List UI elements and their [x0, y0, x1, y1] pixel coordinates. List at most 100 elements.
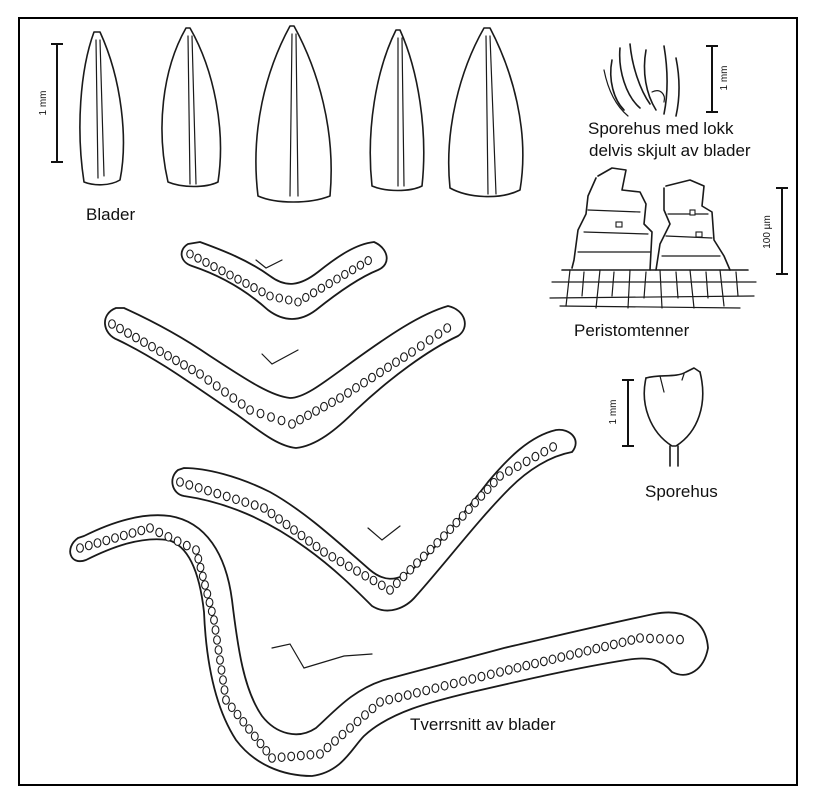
leaf-cell [235, 275, 241, 283]
leaf-cell [377, 368, 384, 377]
leaf-cell [329, 398, 336, 407]
leaf-cell [444, 324, 451, 333]
leaf-cell [205, 486, 212, 495]
leaf-cell [303, 293, 309, 301]
leaf-cell [313, 542, 320, 551]
leaf-cell [219, 267, 225, 275]
leaf-cell [677, 635, 684, 644]
peristome-scale-bar: 100 µm [762, 188, 788, 274]
leaf-2 [162, 28, 220, 187]
leaf-cell [251, 732, 258, 741]
leaf-cell [181, 361, 188, 370]
leaf-cell [223, 696, 230, 705]
leaf-cell [318, 284, 324, 292]
leaf-cell [466, 505, 473, 514]
leaf-cell [567, 651, 574, 660]
leaf-cell [240, 718, 247, 727]
leaf-cell [459, 512, 466, 521]
leaf-cell [420, 552, 427, 561]
leaf-cell [523, 457, 530, 466]
peristome-teeth-drawing [550, 168, 756, 308]
leaf-cell [212, 626, 219, 635]
leaf-cell [409, 348, 416, 357]
leaf-cell [165, 533, 172, 542]
leaf-cell [490, 478, 497, 487]
leaf-cell [400, 572, 407, 581]
capsule-lid-caption-line2: delvis skjult av blader [589, 140, 751, 162]
leaf-cell [195, 555, 202, 564]
leaf-cell [246, 725, 253, 734]
leaf-cell [321, 402, 328, 411]
leaf-cell [414, 559, 421, 568]
capsule-scale-label: 1 mm [608, 400, 619, 425]
capsule-scale-bar: 1 mm [608, 380, 634, 446]
leaf-cell [387, 586, 394, 595]
leaf-cell [267, 292, 273, 300]
leaf-cell [584, 647, 591, 656]
leaf-cell [259, 288, 265, 296]
leaf-cell [173, 356, 180, 365]
leaf-cell [305, 411, 312, 420]
leaf-cell [434, 539, 441, 548]
leaf-cell [286, 296, 292, 304]
leaf-cell [156, 528, 163, 537]
leaf-cell [197, 370, 204, 379]
leaf-cell [85, 541, 92, 550]
leaf-cell [94, 539, 101, 548]
leaf-cell [404, 691, 411, 700]
leaf-cell [117, 324, 124, 333]
leaf-cell [174, 537, 181, 546]
leaf-cell [369, 373, 376, 382]
leaf-cell [214, 636, 221, 645]
leaf-cell [637, 634, 644, 643]
leaf-cell [326, 280, 332, 288]
leaf-cell [186, 481, 193, 490]
leaf-cell [337, 557, 344, 566]
leaf-cell [141, 338, 148, 347]
leaf-cell [423, 686, 430, 695]
leaf-cell [195, 484, 202, 493]
leaf-cell [307, 751, 314, 760]
leaf-cell [221, 686, 228, 695]
leaf-cell [257, 409, 264, 418]
leaf-cell [602, 642, 609, 651]
leaf-cell [278, 753, 285, 762]
leaf-4 [370, 30, 423, 191]
leaf-cell [213, 382, 220, 391]
leaf-cell [401, 353, 408, 362]
capsule-drawing [644, 368, 702, 466]
cross-section-1 [182, 242, 387, 319]
leaf-cell [269, 754, 276, 763]
leaf-cell [647, 634, 654, 643]
leaf-cell [109, 320, 116, 329]
cross-section-4 [70, 515, 708, 776]
leaf-cell [407, 566, 414, 575]
leaf-cell [233, 495, 240, 504]
leaves-scale-label: 1 mm [38, 91, 49, 116]
leaf-cell [432, 684, 439, 693]
leaf-cell [369, 704, 376, 713]
leaf-cell [211, 616, 218, 625]
leaf-cell [329, 553, 336, 562]
leaf-cell [149, 342, 156, 351]
leaf-cell [206, 598, 213, 607]
leaf-cell [289, 420, 296, 429]
leaf-cell [183, 541, 190, 550]
leaf-cell [345, 562, 352, 571]
leaf-cell [208, 607, 215, 616]
leaf-cell [297, 751, 304, 760]
leaf-cell [426, 336, 433, 345]
capsule-lid-caption-line1: Sporehus med lokk [588, 118, 734, 140]
leaf-cell [353, 384, 360, 393]
leaf-cell [532, 452, 539, 461]
leaf-cell [370, 576, 377, 585]
leaf-cell [393, 358, 400, 367]
leaf-cell [288, 752, 295, 761]
leaf-cell [205, 376, 212, 385]
leaf-cell [362, 711, 369, 720]
leaf-cell [215, 646, 222, 655]
leaf-cell [321, 548, 328, 557]
leaf-cell [417, 342, 424, 351]
leaf-cell [230, 394, 237, 403]
